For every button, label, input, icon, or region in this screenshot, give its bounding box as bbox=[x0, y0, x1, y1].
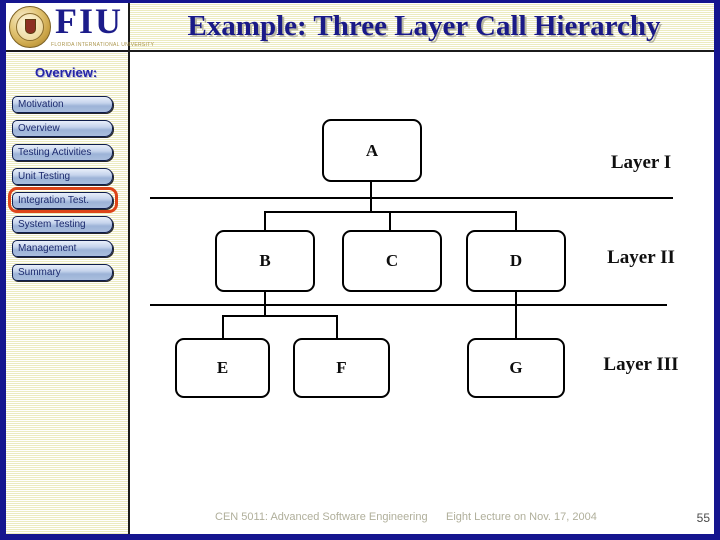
connector-line bbox=[222, 315, 224, 338]
sidebar-title: Overview: bbox=[35, 65, 98, 80]
node-b: B bbox=[215, 230, 315, 292]
sidebar-item-system-testing[interactable]: System Testing bbox=[12, 216, 113, 233]
node-c: C bbox=[342, 230, 442, 292]
slide-border-top bbox=[0, 0, 720, 3]
sidebar-item-testing-activities[interactable]: Testing Activities bbox=[12, 144, 113, 161]
slide-content: A B C D E F G Layer I Layer II Layer III… bbox=[130, 52, 714, 534]
university-seal-icon bbox=[9, 6, 51, 48]
fiu-caption: FLORIDA INTERNATIONAL UNIVERSITY bbox=[51, 42, 155, 48]
connector-line bbox=[389, 211, 391, 230]
sidebar-item-integration-test[interactable]: Integration Test. bbox=[12, 192, 113, 209]
connector-line bbox=[264, 292, 266, 317]
footer-course: CEN 5011: Advanced Software Engineering bbox=[215, 511, 428, 523]
sidebar-item-overview[interactable]: Overview bbox=[12, 120, 113, 137]
fiu-acronym: FIU bbox=[55, 1, 123, 41]
connector-line bbox=[264, 211, 266, 230]
sidebar-item-motivation[interactable]: Motivation bbox=[12, 96, 113, 113]
slide-border-right bbox=[714, 0, 720, 540]
footer-lecture: Eight Lecture on Nov. 17, 2004 bbox=[446, 511, 597, 523]
node-a: A bbox=[322, 119, 422, 182]
node-e: E bbox=[175, 338, 270, 398]
layer2-label: Layer II bbox=[607, 247, 675, 268]
node-g: G bbox=[467, 338, 565, 398]
fiu-logo: FIU FLORIDA INTERNATIONAL UNIVERSITY bbox=[6, 1, 154, 52]
footer-page-number: 55 bbox=[696, 511, 710, 525]
node-d: D bbox=[466, 230, 566, 292]
layer3-label: Layer III bbox=[603, 354, 679, 375]
slide-border-left bbox=[0, 0, 6, 540]
connector-line bbox=[336, 315, 338, 338]
layer2-separator-line bbox=[150, 304, 667, 306]
sidebar: Overview: Motivation Overview Testing Ac… bbox=[6, 52, 130, 534]
slide-border-bottom bbox=[0, 534, 720, 540]
sidebar-item-management[interactable]: Management bbox=[12, 240, 113, 257]
connector-line bbox=[515, 211, 517, 230]
layer1-label: Layer I bbox=[610, 152, 672, 173]
connector-line bbox=[515, 292, 517, 338]
node-f: F bbox=[293, 338, 390, 398]
connector-line bbox=[222, 315, 338, 317]
slide-title: Example: Three Layer Call Hierarchy bbox=[187, 10, 661, 42]
sidebar-item-summary[interactable]: Summary bbox=[12, 264, 113, 281]
layer1-separator-line bbox=[150, 197, 673, 199]
connector-line bbox=[370, 182, 372, 213]
active-item-highlight-ring bbox=[8, 187, 118, 213]
sidebar-item-unit-testing[interactable]: Unit Testing bbox=[12, 168, 113, 185]
